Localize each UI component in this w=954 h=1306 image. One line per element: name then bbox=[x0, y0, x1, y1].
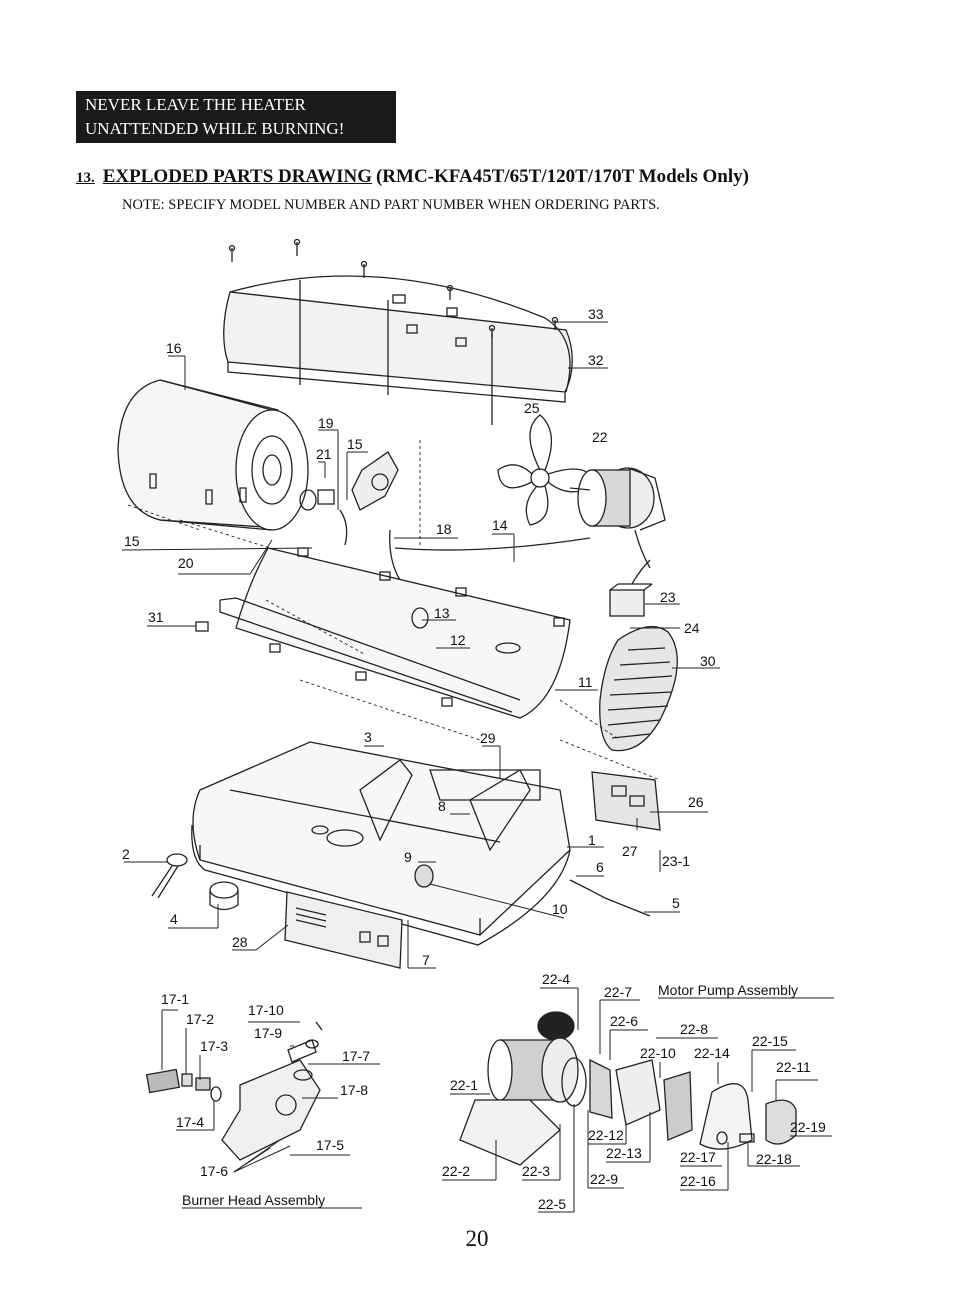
fuel-tank bbox=[191, 741, 571, 946]
callout-5: 5 bbox=[672, 895, 680, 911]
label-22-16: 22-16 bbox=[680, 1173, 716, 1189]
label-17-2: 17-2 bbox=[186, 1011, 214, 1027]
upper-housing bbox=[223, 275, 573, 425]
section-heading: 13. EXPLODED PARTS DRAWING (RMC-KFA45T/65… bbox=[76, 166, 749, 188]
callout-12: 12 bbox=[450, 632, 466, 648]
fuel-cap bbox=[209, 881, 239, 911]
ordering-note: NOTE: SPECIFY MODEL NUMBER AND PART NUMB… bbox=[122, 197, 660, 213]
callout-23-1: 23-1 bbox=[662, 853, 690, 869]
page-number: 20 bbox=[465, 1226, 489, 1251]
label-22-8: 22-8 bbox=[680, 1021, 708, 1037]
drawing-artwork bbox=[117, 238, 834, 1213]
callout-18: 18 bbox=[436, 521, 452, 537]
label-17-9: 17-9 bbox=[254, 1025, 282, 1041]
callout-7: 7 bbox=[422, 952, 430, 968]
callout-32: 32 bbox=[588, 352, 604, 368]
warning-line-2: UNATTENDED WHILE BURNING! bbox=[85, 119, 345, 138]
power-cord bbox=[569, 879, 651, 917]
motor-pump-assembly-title: Motor Pump Assembly bbox=[658, 982, 798, 998]
warning-line-1: NEVER LEAVE THE HEATER bbox=[85, 95, 306, 114]
relay-box bbox=[609, 559, 653, 617]
label-22-13: 22-13 bbox=[606, 1145, 642, 1161]
callout-16: 16 bbox=[166, 340, 182, 356]
motor-pump-assembly-drawing bbox=[459, 1011, 797, 1166]
rear-guard bbox=[599, 625, 678, 752]
callout-9: 9 bbox=[404, 849, 412, 865]
callout-29: 29 bbox=[480, 730, 496, 746]
callout-11: 11 bbox=[578, 674, 593, 690]
label-22-9: 22-9 bbox=[590, 1171, 618, 1187]
section-models: (RMC-KFA45T/65T/120T/170T Models Only) bbox=[375, 166, 749, 187]
leader-lines bbox=[121, 321, 720, 969]
fuel-gauge bbox=[151, 853, 188, 899]
callout-26: 26 bbox=[688, 794, 704, 810]
label-17-8: 17-8 bbox=[340, 1082, 368, 1098]
label-17-10: 17-10 bbox=[248, 1002, 284, 1018]
motor-pump-leaders bbox=[442, 987, 832, 1213]
label-22-15: 22-15 bbox=[752, 1033, 788, 1049]
callout-23: 23 bbox=[660, 589, 676, 605]
callout-20: 20 bbox=[178, 555, 194, 571]
burner-head-leaders bbox=[161, 997, 834, 1209]
warning-box: NEVER LEAVE THE HEATER UNATTENDED WHILE … bbox=[76, 91, 396, 143]
control-panel bbox=[284, 891, 403, 969]
callout-10: 10 bbox=[552, 901, 568, 917]
label-22-12: 22-12 bbox=[588, 1127, 624, 1143]
callout-8: 8 bbox=[438, 798, 446, 814]
assembly-guidelines bbox=[127, 440, 661, 781]
label-17-6: 17-6 bbox=[200, 1163, 228, 1179]
label-22-6: 22-6 bbox=[610, 1013, 638, 1029]
air-tube bbox=[394, 537, 591, 551]
section-number: 13. bbox=[76, 170, 95, 186]
label-17-5: 17-5 bbox=[316, 1137, 344, 1153]
callout-33: 33 bbox=[588, 306, 604, 322]
callout-27: 27 bbox=[622, 843, 638, 859]
burner-head-assembly-title: Burner Head Assembly bbox=[182, 1192, 325, 1208]
burner-head-assembly-drawing bbox=[145, 1021, 323, 1161]
callout-13: 13 bbox=[434, 605, 450, 621]
callout-15-lower: 15 bbox=[124, 533, 140, 549]
label-22-18: 22-18 bbox=[756, 1151, 792, 1167]
label-22-19: 22-19 bbox=[790, 1119, 826, 1135]
label-22-10: 22-10 bbox=[640, 1045, 676, 1061]
label-17-4: 17-4 bbox=[176, 1114, 204, 1130]
section-title: EXPLODED PARTS DRAWING bbox=[102, 166, 372, 187]
callout-6: 6 bbox=[596, 859, 604, 875]
label-22-4: 22-4 bbox=[542, 971, 570, 987]
callout-31: 31 bbox=[148, 609, 164, 625]
callout-3: 3 bbox=[364, 729, 372, 745]
label-17-1: 17-1 bbox=[161, 991, 189, 1007]
label-17-3: 17-3 bbox=[200, 1038, 228, 1054]
callout-24: 24 bbox=[684, 620, 700, 636]
callout-28: 28 bbox=[232, 934, 248, 950]
filter bbox=[414, 864, 434, 888]
label-22-11: 22-11 bbox=[776, 1059, 811, 1075]
callout-19: 19 bbox=[318, 415, 334, 431]
label-22-1: 22-1 bbox=[450, 1077, 478, 1093]
callout-2: 2 bbox=[122, 846, 130, 862]
callout-21: 21 bbox=[316, 446, 332, 462]
callout-25: 25 bbox=[524, 400, 540, 416]
label-22-2: 22-2 bbox=[442, 1163, 470, 1179]
label-17-7: 17-7 bbox=[342, 1048, 370, 1064]
label-22-5: 22-5 bbox=[538, 1196, 566, 1212]
callout-22: 22 bbox=[592, 429, 608, 445]
label-22-7: 22-7 bbox=[604, 984, 632, 1000]
callout-15-upper: 15 bbox=[347, 436, 363, 452]
combustion-chamber bbox=[117, 379, 309, 531]
callout-4: 4 bbox=[170, 911, 178, 927]
motor bbox=[569, 467, 666, 569]
lower-housing bbox=[195, 547, 571, 719]
callout-1: 1 bbox=[588, 832, 596, 848]
label-22-14: 22-14 bbox=[694, 1045, 730, 1061]
label-22-17: 22-17 bbox=[680, 1149, 716, 1165]
callout-14: 14 bbox=[492, 517, 508, 533]
control-board bbox=[591, 771, 661, 831]
label-22-3: 22-3 bbox=[522, 1163, 550, 1179]
callout-30: 30 bbox=[700, 653, 716, 669]
